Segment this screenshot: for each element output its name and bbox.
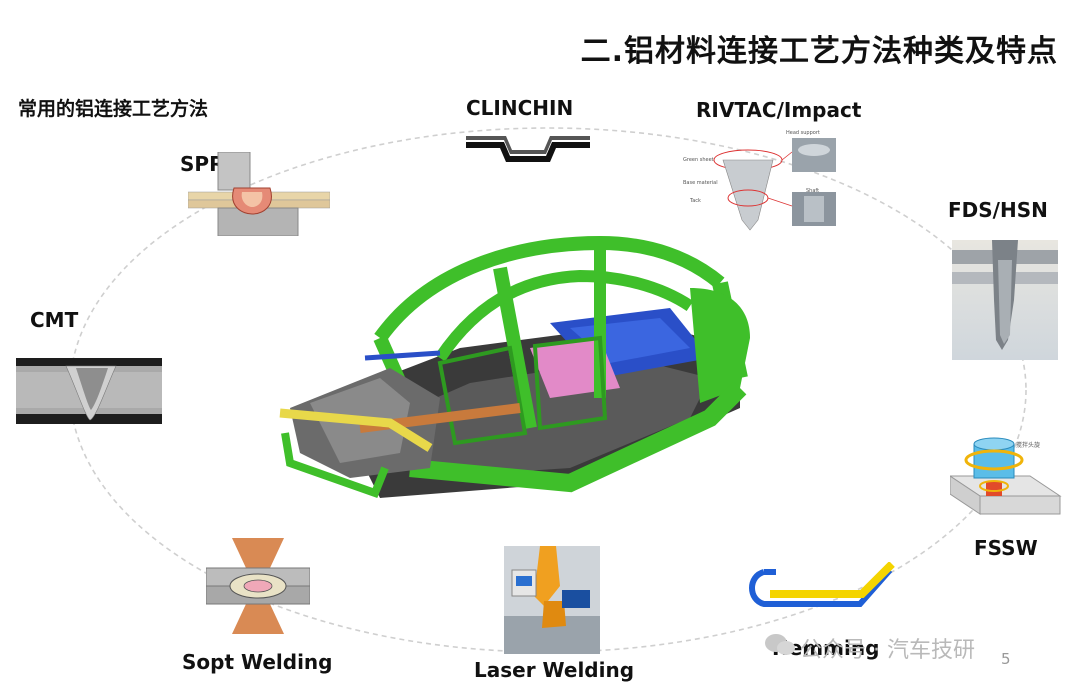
section-subtitle: 常用的铝连接工艺方法 bbox=[18, 98, 209, 120]
watermark-text: 公众号 · 汽车技研 bbox=[800, 638, 975, 663]
page-title: 二.铝材料连接工艺方法种类及特点 bbox=[580, 34, 1058, 69]
fssw-diagram bbox=[950, 437, 1062, 515]
laser-welding-label: Laser Welding bbox=[474, 658, 635, 682]
rivtac-callout-head-support: Head support bbox=[786, 130, 820, 136]
car-body-in-white-image bbox=[279, 235, 750, 499]
laser-welding-photo bbox=[504, 546, 600, 654]
spot-welding-label: Sopt Welding bbox=[182, 650, 333, 674]
fds-photo bbox=[952, 240, 1058, 360]
spr-label: SPR bbox=[180, 152, 225, 176]
clinchin-diagram bbox=[466, 136, 590, 162]
page-number: 5 bbox=[1001, 650, 1011, 668]
cmt-photo bbox=[16, 358, 162, 424]
rivtac-label: RIVTAC/Impact bbox=[696, 98, 862, 122]
spr-diagram bbox=[188, 152, 330, 236]
cmt-label: CMT bbox=[30, 308, 79, 332]
fds-label: FDS/HSN bbox=[948, 198, 1048, 222]
rivtac-callout-base-material: Base material bbox=[683, 180, 718, 186]
hemming-diagram bbox=[749, 562, 895, 607]
clinchin-label: CLINCHIN bbox=[466, 96, 574, 120]
spot-welding-diagram bbox=[206, 538, 310, 634]
rivtac-diagram bbox=[713, 138, 836, 231]
wechat-icon bbox=[765, 634, 795, 655]
fssw-callout: 搅拌头旋 bbox=[1016, 442, 1041, 449]
fssw-label: FSSW bbox=[974, 536, 1038, 560]
rivtac-callout-green-sheet: Green sheet bbox=[683, 157, 714, 163]
rivtac-callout-tack: Tack bbox=[690, 198, 701, 204]
rivtac-callout-shaft: Shaft bbox=[806, 188, 820, 194]
